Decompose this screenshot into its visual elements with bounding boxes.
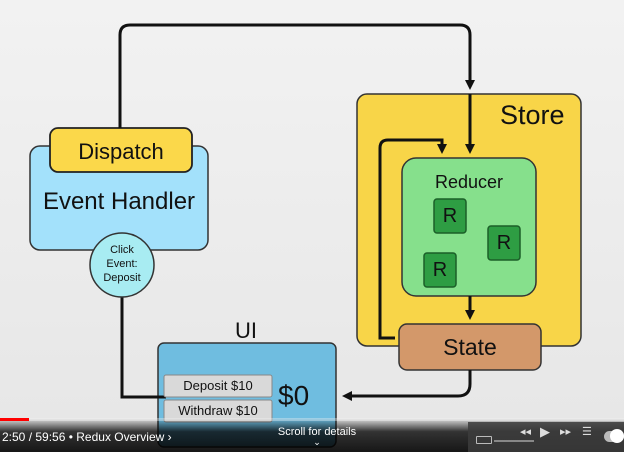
progress-track[interactable]	[0, 418, 624, 421]
store-label: Store	[500, 100, 565, 130]
click-event-label-line1: Click	[110, 244, 134, 256]
balance-display: $0	[278, 380, 310, 411]
click-event-circle	[89, 232, 155, 298]
reducer-r-box	[487, 225, 521, 261]
ui-label: UI	[235, 318, 257, 343]
autoplay-toggle-knob	[610, 429, 624, 443]
scroll-hint-label: Scroll for details	[277, 426, 357, 438]
reducer-r-box	[423, 252, 457, 288]
forward-icon[interactable]: ▸▸	[560, 426, 572, 438]
reducer-r-label: R	[496, 232, 512, 254]
reducer-label: Reducer	[434, 172, 504, 192]
queue-icon[interactable]: ☰	[582, 426, 592, 438]
mini-controls-panel	[468, 422, 624, 452]
scroll-hint[interactable]: Scroll for details ⌄	[262, 426, 372, 447]
ui-to-event-line	[120, 294, 166, 399]
reducer-r-box	[433, 198, 467, 234]
time-and-chapter[interactable]: 2:50 / 59:56 • Redux Overview ›	[2, 430, 172, 444]
deposit-button-shape[interactable]	[163, 374, 273, 398]
reducer-r-label: R	[442, 205, 458, 227]
play-icon[interactable]: ▶	[540, 424, 550, 439]
progress-fill	[0, 418, 30, 421]
deposit-button[interactable]: Deposit $10	[183, 378, 253, 393]
click-event-label-line3: Deposit	[103, 272, 141, 284]
state-to-reducer-loop-arrow	[378, 138, 447, 340]
click-event-label-line2: Event:	[106, 258, 138, 270]
state-label: State	[443, 334, 497, 360]
volume-slider[interactable]	[494, 440, 534, 442]
reducer-r-label: R	[432, 259, 448, 281]
state-to-ui-arrow	[342, 370, 472, 401]
dispatch-label: Dispatch	[78, 139, 164, 164]
subtitle-icon[interactable]	[476, 436, 492, 444]
event-handler-label: Event Handler	[42, 188, 196, 215]
chevron-down-icon: ⌄	[313, 437, 321, 447]
rewind-icon[interactable]: ◂◂	[520, 426, 532, 438]
withdraw-button[interactable]: Withdraw $10	[178, 403, 258, 418]
dispatch-to-store-arrow	[118, 23, 475, 128]
